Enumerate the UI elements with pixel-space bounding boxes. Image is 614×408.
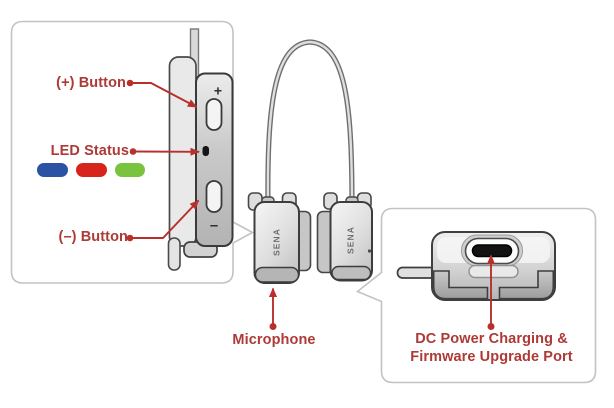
control-panel — [195, 72, 234, 247]
clip-wing-left — [432, 270, 489, 300]
usb-c-port — [471, 244, 513, 258]
led-status-label: LED Status — [50, 143, 129, 159]
volume-down-button — [205, 180, 223, 213]
mic-hole — [367, 249, 372, 253]
leader-dot — [126, 79, 134, 87]
brand-logo: SENA — [271, 228, 281, 256]
bottom-view-device — [396, 231, 556, 301]
port-pill-detail — [468, 264, 519, 279]
plus-button-arrow — [130, 82, 198, 108]
dc-port-label-line1: DC Power Charging & — [415, 330, 568, 347]
minus-symbol: – — [210, 217, 218, 234]
led-indicator — [202, 146, 209, 156]
plus-symbol: + — [214, 83, 222, 99]
dc-port-label: DC Power Charging & Firmware Upgrade Por… — [381, 330, 602, 367]
neckband-assembly: SENA SENA — [247, 39, 373, 284]
unit-bottom-band — [331, 265, 372, 281]
microphone-label: Microphone — [232, 332, 316, 348]
callout-leaders — [126, 79, 496, 330]
clip-lower-arm — [167, 237, 181, 271]
unit-bottom-band — [254, 266, 300, 283]
volume-up-button — [205, 98, 223, 131]
unit-body — [253, 201, 300, 284]
brand-logo: SENA — [345, 226, 355, 254]
clip-arm-side — [396, 266, 437, 279]
neck-wire-highlight — [266, 40, 354, 211]
side-view-device: + – — [167, 28, 234, 271]
minus-button-label: (–) Button — [58, 229, 128, 245]
leader-dot — [269, 323, 277, 330]
minus-button-arrow — [130, 199, 200, 239]
leader-dot — [126, 234, 134, 242]
dc-port-label-line2: Firmware Upgrade Port — [410, 349, 573, 365]
main-unit-right: SENA — [316, 192, 373, 282]
main-unit-left: SENA — [247, 192, 312, 284]
unit-body — [329, 201, 373, 282]
plus-button-label: (+) Button — [56, 74, 126, 91]
clip-wing-right — [498, 270, 555, 300]
led-color-blue — [37, 163, 68, 177]
led-color-green — [115, 163, 145, 177]
leader-dot — [129, 148, 137, 155]
leader-dot — [487, 323, 495, 330]
led-color-red — [76, 163, 107, 177]
